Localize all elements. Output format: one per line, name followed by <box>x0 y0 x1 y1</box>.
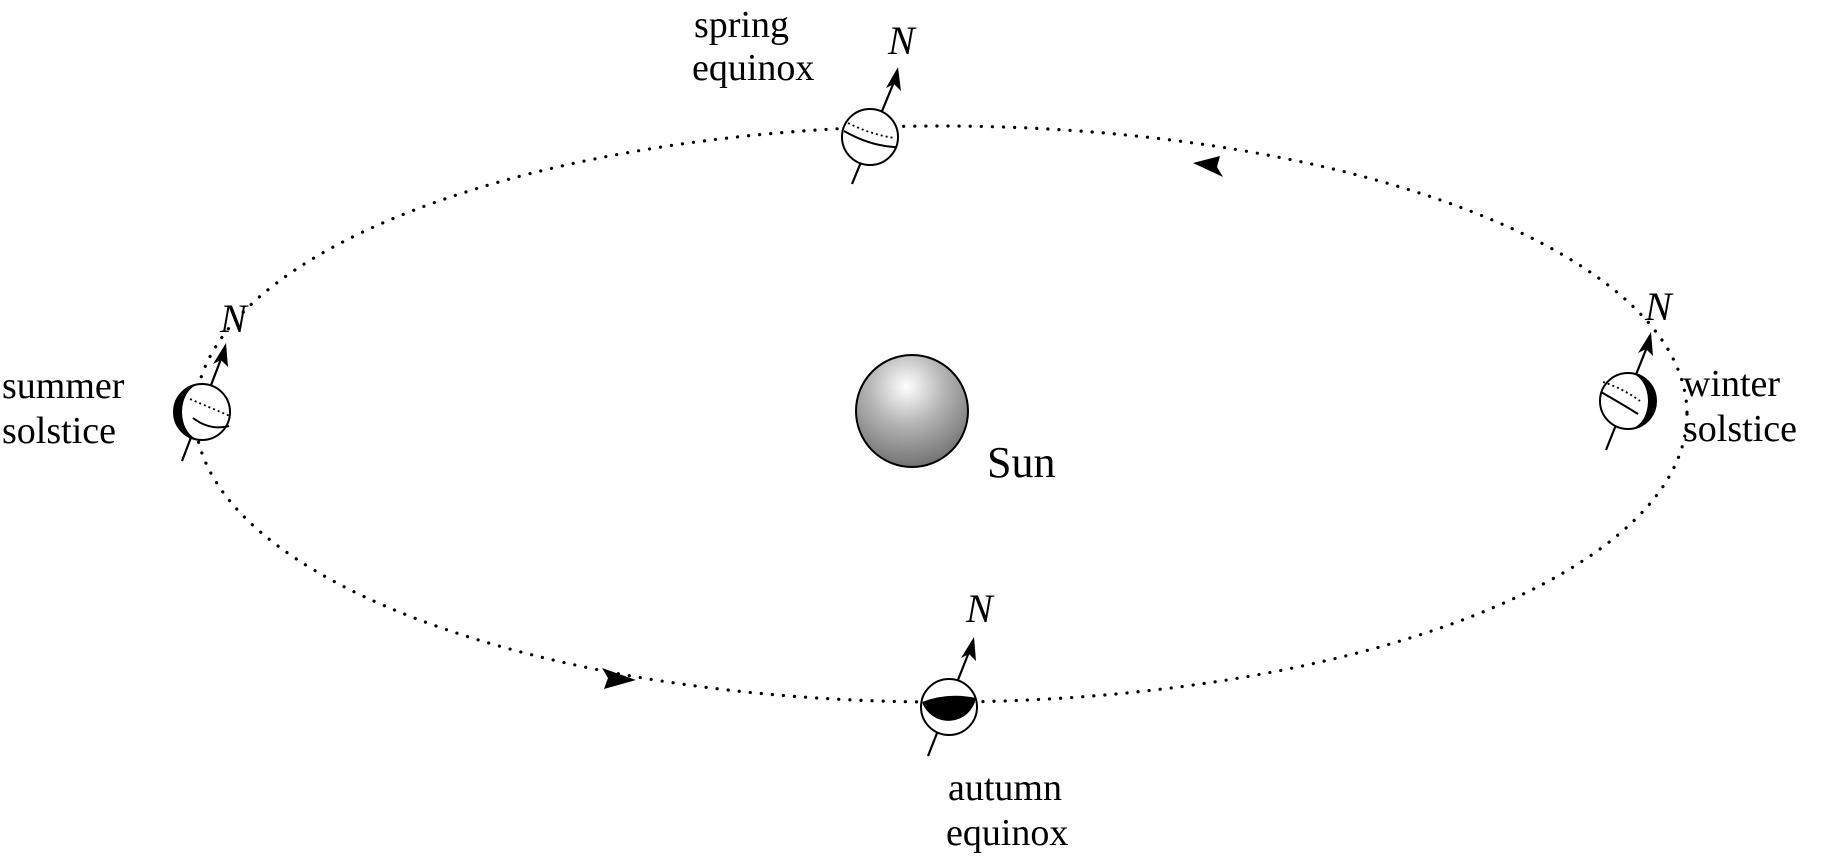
earth-equator <box>1600 391 1639 415</box>
north-arrowhead <box>961 637 976 661</box>
orbit-direction-arrow-bottom <box>602 668 636 689</box>
north-label: N <box>1644 284 1674 329</box>
position-label: spring equinox <box>692 4 814 89</box>
sun-label: Sun <box>987 438 1055 487</box>
north-arrowhead <box>213 343 228 367</box>
earth-spring-equinox: N spring equinox <box>692 4 917 185</box>
earth-night-side <box>174 384 202 440</box>
north-label: N <box>887 18 917 63</box>
position-label: autumn equinox <box>946 767 1071 854</box>
north-arrowhead <box>886 67 901 91</box>
earth-night-side <box>922 695 976 721</box>
orbit-direction-arrow-top <box>1193 156 1223 177</box>
earth-equator <box>192 417 230 429</box>
earth-tropic <box>189 398 231 417</box>
earth-globe <box>841 108 899 166</box>
orbit-path <box>193 124 1689 704</box>
position-label: winter solstice <box>1683 363 1797 450</box>
north-label: N <box>219 296 249 341</box>
earth-autumn-equinox: N autumn equinox <box>920 586 1071 854</box>
position-label: summer solstice <box>2 365 134 452</box>
north-arrowhead <box>1638 332 1653 356</box>
earth-tropic <box>847 122 896 139</box>
earth-tropic <box>1602 381 1641 402</box>
earth-winter-solstice: N winter solstice <box>1599 284 1797 451</box>
earth-night-side <box>1628 373 1656 429</box>
sun-sphere <box>855 354 969 468</box>
earth-summer-solstice: N summer solstice <box>2 296 249 462</box>
north-label: N <box>965 586 995 631</box>
sun: Sun <box>855 354 1055 487</box>
earth-equator <box>843 130 897 148</box>
